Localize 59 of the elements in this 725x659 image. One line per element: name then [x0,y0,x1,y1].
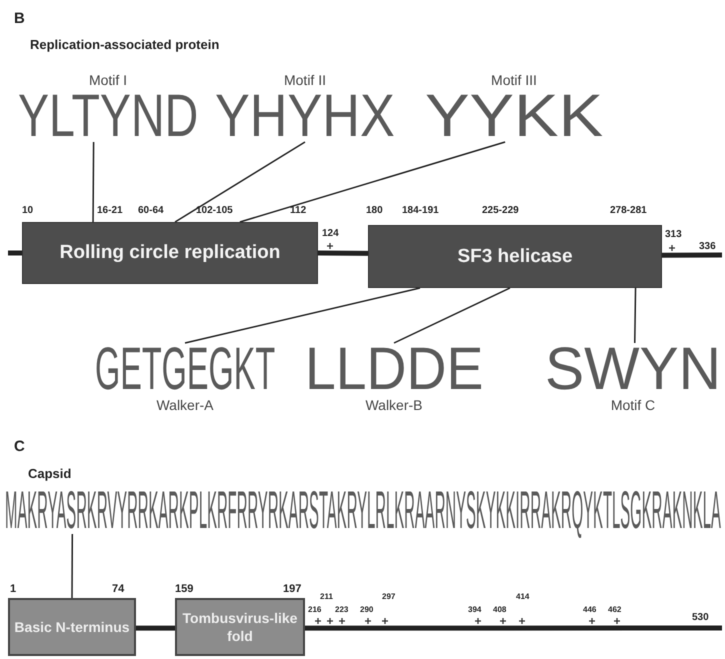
leader-line [71,534,74,598]
position-number: 313 [665,229,682,240]
position-number: 414 [516,592,530,601]
section-heading: Capsid [28,466,72,481]
position-number: 446 [583,605,596,614]
protein-backbone [662,252,722,258]
motif-label: Motif III [490,72,538,88]
position-range: 60-64 [138,205,164,216]
amino-acid-motif: LLDDE [305,343,484,395]
amino-acid-motif: SWYN [545,343,721,395]
position-number: 530 [692,612,709,623]
domain-box: Rolling circle replication [22,222,318,284]
position-number: 290 [360,605,374,614]
protein-backbone [8,250,22,256]
motif-label: Motif C [610,397,656,413]
position-number: 74 [112,583,124,595]
leader-line [184,287,420,344]
position-number: 462 [608,605,622,614]
domain-box: Basic N-terminus [8,598,136,656]
domain-box: SF3 helicase [368,225,662,288]
position-range: 16-21 [97,205,123,216]
amino-acid-motif: YLTYND [18,90,198,142]
position-range: 225-229 [482,205,519,216]
leader-line [92,142,94,222]
protein-backbone [318,250,368,256]
position-number: 297 [382,592,396,601]
leader-line [174,141,306,223]
leader-line [394,287,510,344]
motif-label: Walker-A [155,397,215,413]
motif-label: Walker-B [364,397,424,413]
position-number: 197 [283,583,302,595]
position-range: 184-191 [402,205,439,216]
protein-backbone [305,626,722,631]
amino-acid-motif: YHYHX [215,90,395,142]
protein-backbone [136,626,175,631]
position-number: 159 [175,583,194,595]
position-number: 408 [493,605,506,614]
position-number: 216 [308,605,322,614]
amino-acid-motif: YYKK [425,90,604,142]
position-number: 124 [322,228,339,239]
motif-label: Motif II [282,72,327,88]
section-heading: Replication-associated protein [30,37,220,52]
position-number: 394 [468,605,482,614]
leader-line [240,141,506,223]
position-range: 102-105 [196,205,233,216]
position-number: 223 [335,605,348,614]
position-number: 211 [320,592,333,601]
panel-letter: B [14,10,25,27]
position-number: 1 [10,583,16,595]
position-number: 180 [366,205,383,216]
leader-line [634,288,636,344]
amino-acid-motif: GETGEGKT [95,343,276,395]
position-number: 112 [290,205,306,216]
position-number: 336 [699,241,716,252]
domain-box: Tombusvirus-like fold [175,598,305,656]
position-range: 278-281 [610,205,647,216]
panel-letter: C [14,438,25,455]
position-number: 10 [22,205,34,216]
motif-label: Motif I [88,72,128,88]
